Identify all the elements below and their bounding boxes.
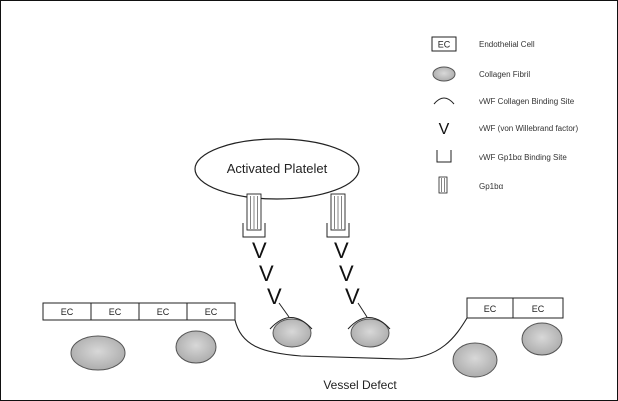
collagen-fibril-6: [521, 322, 563, 356]
vwf-left-2: V: [259, 261, 274, 286]
vwf-right-3: V: [345, 284, 360, 309]
receptor-chain-left: V V V: [242, 193, 290, 318]
ec-label-right-1: EC: [484, 304, 497, 314]
activated-platelet-label: Activated Platelet: [227, 161, 328, 176]
vessel-defect-outline: [234, 317, 468, 360]
vwf-left-tail: [278, 302, 290, 318]
gp1b-receptor-right: [330, 193, 346, 231]
collagen-fibril-3: [272, 318, 312, 348]
collagen-fibril-2: [175, 330, 217, 364]
vwf-right-1: V: [334, 238, 349, 263]
legend-ec-box: [431, 36, 457, 52]
ec-cell-right-2: [512, 297, 564, 319]
vwf-left-3: V: [267, 284, 282, 309]
legend: EC Endothelial Cell Collagen Fibril vWF …: [431, 36, 578, 194]
vwf-right-2: V: [339, 261, 354, 286]
ec-label-left-4: EC: [205, 307, 218, 317]
ec-cell-left-4: [186, 302, 236, 321]
legend-collagen-binding-site-icon: [433, 97, 455, 105]
legend-gp1b-icon: [438, 176, 448, 194]
legend-gp1b-binding-site-icon: [436, 150, 452, 163]
gp1b-binding-site-left: [242, 223, 266, 238]
collagen-fibrils: [70, 318, 563, 378]
legend-label-gp1b: Gp1bα: [479, 182, 504, 191]
endothelium-right: EC EC: [466, 297, 564, 319]
legend-label-endothelial-cell: Endothelial Cell: [479, 40, 535, 49]
vwf-left-1: V: [252, 238, 267, 263]
collagen-binding-site-left: [269, 317, 313, 330]
receptor-chain-right: V V V: [326, 193, 368, 318]
legend-label-vwf: vWF (von Willebrand factor): [479, 124, 578, 133]
gp1b-binding-site-right: [326, 223, 350, 238]
vessel-defect-label: Vessel Defect: [323, 378, 397, 392]
ec-label-left-3: EC: [157, 307, 170, 317]
legend-vwf-symbol: V: [439, 121, 450, 138]
ec-label-right-2: EC: [532, 304, 545, 314]
legend-label-collagen-fibril: Collagen Fibril: [479, 70, 530, 79]
vwf-right-tail: [357, 302, 368, 318]
endothelium-left: EC EC EC EC: [42, 302, 236, 321]
activated-platelet: [194, 138, 360, 200]
legend-ec-symbol-text: EC: [438, 40, 451, 50]
ec-label-left-2: EC: [109, 307, 122, 317]
collagen-binding-site-right: [347, 317, 391, 330]
collagen-fibril-5: [452, 342, 498, 378]
ec-label-left-1: EC: [61, 307, 74, 317]
legend-label-vwf-gp1b-binding-site: vWF Gp1bα Binding Site: [479, 153, 567, 162]
legend-collagen-fibril-icon: [432, 66, 456, 82]
collagen-fibril-4: [350, 318, 390, 348]
gp1b-receptor-left: [246, 193, 262, 231]
collagen-fibril-1: [70, 335, 126, 371]
legend-label-vwf-collagen-binding-site: vWF Collagen Binding Site: [479, 97, 575, 106]
